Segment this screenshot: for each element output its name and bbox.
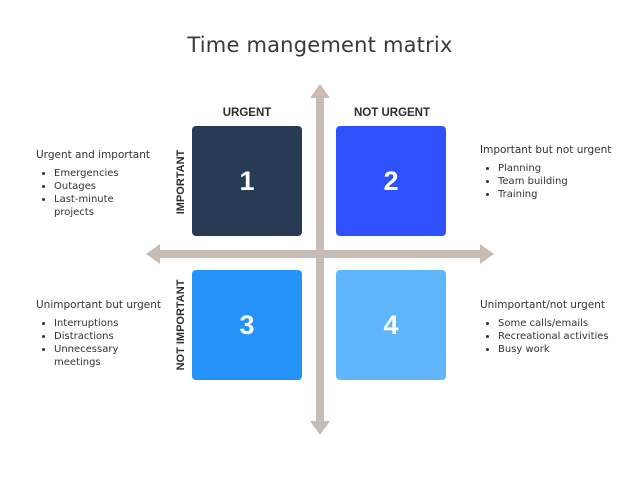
quadrant-number: 4 [383, 309, 399, 340]
description-list: Planning Team building Training [480, 162, 630, 201]
description-title: Important but not urgent [480, 144, 612, 156]
list-item: Last-minute projects [54, 193, 156, 219]
quadrant-2: 2 [336, 126, 446, 236]
horizontal-axis [158, 250, 482, 258]
quadrant-number: 2 [383, 165, 399, 196]
arrow-up-icon [310, 84, 330, 98]
page-title: Time mangement matrix [187, 33, 453, 57]
list-item: Team building [498, 175, 630, 188]
quadrant-1: 1 [192, 126, 302, 236]
quadrant-number: 3 [239, 309, 255, 340]
column-header-urgent: URGENT [222, 107, 272, 119]
list-item: Some calls/emails [498, 317, 635, 330]
quadrant-number: 1 [239, 165, 255, 196]
list-item: Recreational activities [498, 330, 635, 343]
description-unimportant-urgent: Unimportant but urgent Interruptions Dis… [36, 299, 162, 369]
list-item: Planning [498, 162, 630, 175]
description-list: Interruptions Distractions Unnecessary m… [36, 317, 156, 369]
description-title: Urgent and important [36, 149, 151, 161]
arrow-left-icon [146, 244, 160, 264]
list-item: Training [498, 188, 630, 201]
list-item: Interruptions [54, 317, 156, 330]
description-list: Some calls/emails Recreational activitie… [480, 317, 635, 356]
description-important-not-urgent: Important but not urgent Planning Team b… [480, 144, 630, 201]
list-item: Distractions [54, 330, 156, 343]
vertical-axis [316, 96, 324, 425]
list-item: Outages [54, 180, 156, 193]
arrow-down-icon [310, 421, 330, 435]
list-item: Unnecessary meetings [54, 343, 156, 369]
arrow-right-icon [480, 244, 494, 264]
description-unimportant-not-urgent: Unimportant/not urgent Some calls/emails… [480, 299, 635, 356]
list-item: Busy work [498, 343, 635, 356]
quadrant-3: 3 [192, 270, 302, 380]
description-title: Unimportant but urgent [36, 299, 162, 311]
row-header-important: IMPORTANT [175, 149, 187, 215]
quadrant-4: 4 [336, 270, 446, 380]
column-header-not-urgent: NOT URGENT [353, 107, 431, 119]
description-title: Unimportant/not urgent [480, 299, 605, 311]
row-header-not-important: NOT IMPORTANT [175, 279, 187, 371]
description-urgent-important: Urgent and important Emergencies Outages… [36, 149, 156, 219]
description-list: Emergencies Outages Last-minute projects [36, 167, 156, 219]
list-item: Emergencies [54, 167, 156, 180]
